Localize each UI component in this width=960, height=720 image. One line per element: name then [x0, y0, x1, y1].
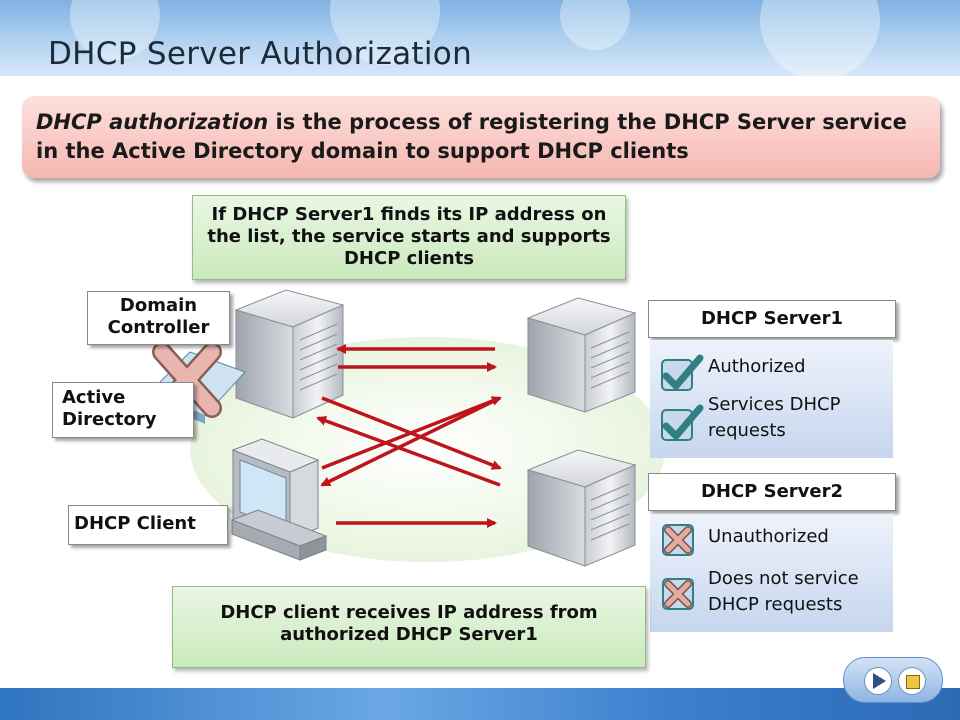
label-dhcp-client: DHCP Client: [68, 505, 228, 545]
server2-header: DHCP Server2: [648, 473, 896, 511]
dhcp-client-computer-icon: [230, 438, 328, 561]
server1-status-panel: Authorized Services DHCP requests: [650, 340, 893, 458]
slide-navigation: [843, 657, 943, 703]
slide-header: [0, 0, 960, 76]
decorative-bubble: [760, 0, 880, 76]
definition-rest: is the process of registering the DHCP S…: [36, 110, 907, 163]
server1-header: DHCP Server1: [648, 300, 896, 338]
server1-item-2: Services DHCP requests: [708, 394, 841, 441]
server2-item-2: Does not service DHCP requests: [708, 568, 859, 615]
top-note-text: If DHCP Server1 finds its IP address on …: [207, 204, 611, 269]
dhcp-server1-icon: [526, 297, 637, 413]
slide-title: DHCP Server Authorization: [48, 36, 473, 72]
dhcp-server2-icon: [526, 449, 637, 567]
arrow-server2-to-dc: [316, 416, 501, 487]
slide-footer: [0, 688, 960, 720]
definition-text: DHCP authorization is the process of reg…: [36, 108, 931, 166]
cross-icon: [662, 578, 694, 610]
bottom-note: DHCP client receives IP address from aut…: [172, 586, 646, 668]
cross-icon: [662, 524, 694, 556]
arrow-client-to-server1: [321, 396, 502, 470]
server2-status-panel: Unauthorized Does not service DHCP reque…: [650, 514, 893, 632]
definition-term: DHCP authorization: [36, 110, 269, 134]
server2-item-1: Unauthorized: [708, 526, 829, 547]
label-active-directory: Active Directory: [52, 382, 194, 438]
bottom-note-text: DHCP client receives IP address from aut…: [220, 602, 598, 645]
play-icon[interactable]: [864, 667, 892, 695]
top-note: If DHCP Server1 finds its IP address on …: [192, 195, 626, 280]
server1-item-1: Authorized: [708, 356, 806, 377]
arrow-server1-to-client: [320, 396, 501, 487]
definition-banner: DHCP authorization is the process of reg…: [22, 96, 940, 178]
checkmark-icon: [661, 354, 704, 391]
stop-icon[interactable]: [898, 667, 926, 695]
label-domain-controller: Domain Controller: [87, 291, 230, 345]
checkmark-icon: [661, 404, 704, 441]
